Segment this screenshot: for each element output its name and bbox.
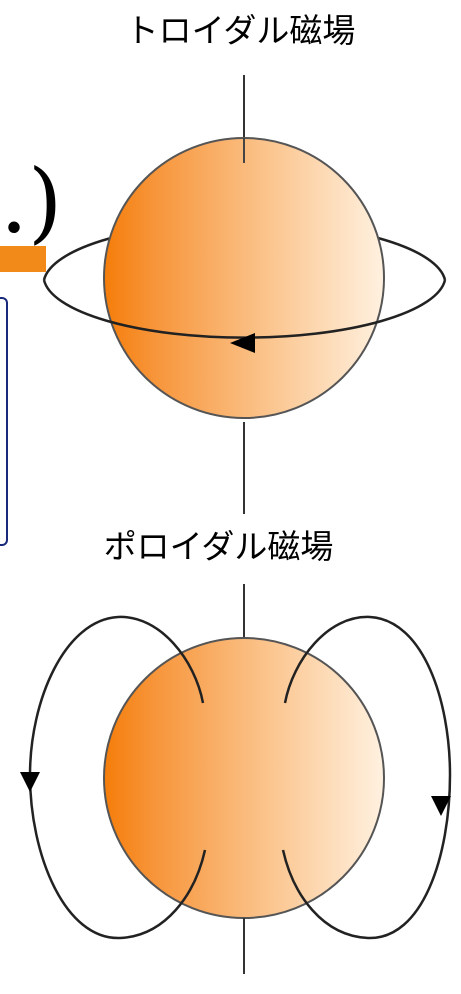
- toroidal-diagram: [42, 75, 447, 514]
- poloidal-right-loop: [281, 615, 452, 940]
- poloidal-left-arrow-icon: [20, 772, 40, 792]
- toroidal-arrow-icon: [230, 333, 255, 353]
- poloidal-field-title: ポロイダル磁場: [103, 527, 334, 566]
- poloidal-sphere: [103, 637, 385, 919]
- toroidal-field-title: トロイダル磁場: [125, 11, 356, 50]
- toroidal-sphere: [103, 137, 385, 419]
- cropped-blue-box: [0, 297, 8, 546]
- poloidal-right-arrow-icon: [431, 796, 451, 816]
- cropped-paren-fragment: .): [0, 150, 63, 253]
- cropped-orange-bar: [0, 246, 46, 272]
- poloidal-diagram: [20, 584, 452, 974]
